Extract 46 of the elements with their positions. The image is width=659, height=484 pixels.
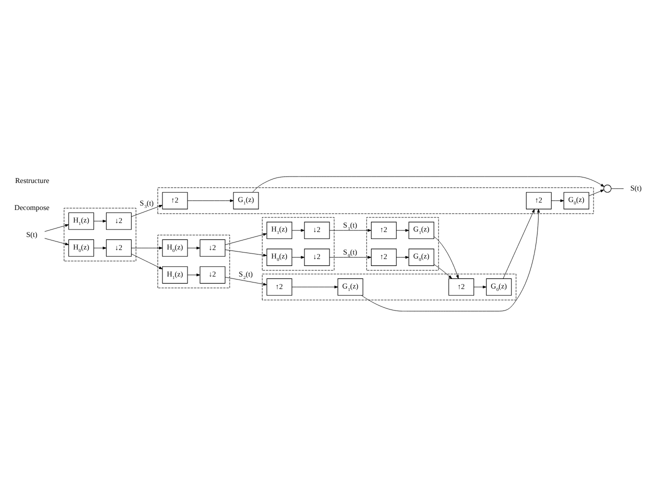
arrow [292,256,305,259]
arrow [252,176,604,193]
arrow [329,229,372,232]
node-box: ↓2 [106,239,132,257]
node-box: ↑2 [370,248,397,266]
arrow [396,229,409,232]
arrow [131,204,163,217]
arrow [44,238,69,246]
arrow [292,229,305,232]
node-text: S(t) [26,230,38,239]
arrow [434,236,459,279]
arrow [551,199,564,202]
node-box: ↑2 [162,192,188,210]
arrow [94,246,106,250]
node-box: ↑2 [448,278,474,296]
node-circle [603,184,612,193]
connector [611,188,624,189]
arrow [329,256,372,259]
node-box: ↓2 [200,239,226,257]
arrow [474,286,486,288]
node-box: ↑2 [370,222,397,240]
arrow [131,254,163,270]
arrow [94,220,106,222]
node-box: ↓2 [200,266,226,284]
arrow [224,250,267,256]
node-box: ↓2 [304,248,330,266]
arrow [187,274,200,276]
label: Decompose [14,202,50,212]
node-box: ↑2 [526,192,552,210]
arrow [131,246,163,250]
arrow [502,208,535,279]
arrow [434,264,452,279]
node-box: ↓2 [106,212,132,230]
arrow [224,233,267,246]
arrow [187,199,234,202]
label: Restructure [15,176,50,185]
arrow [588,190,604,196]
arrow [187,246,200,250]
node-box: ↑2 [266,278,292,296]
arrow [292,286,338,288]
arrow [224,276,267,286]
arrow [396,256,409,259]
node-text: S(t) [630,183,642,192]
arrow [361,208,540,312]
arrow [44,224,69,232]
node-box: ↓2 [304,222,330,240]
